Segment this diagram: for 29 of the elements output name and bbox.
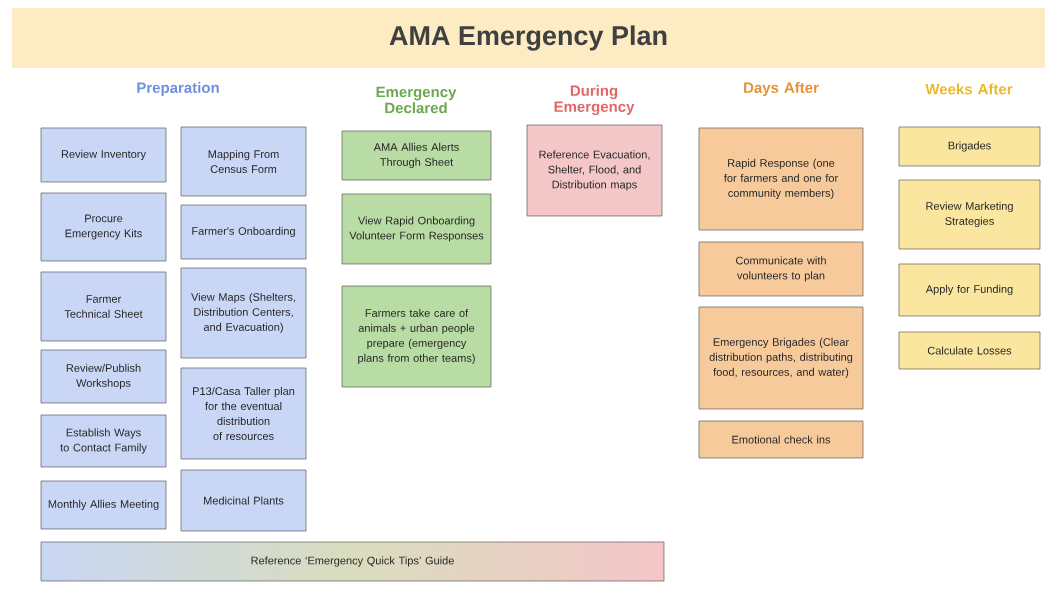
task-box: Review Inventory (40, 127, 167, 183)
task-box: Reference Evacuation, Shelter, Flood, and Distribution maps (526, 124, 663, 217)
column-heading: Days After (744, 82, 819, 96)
task-box: View Maps (Shelters, Distribution Centers, and Evacuation) (180, 267, 307, 359)
task-box: Apply for Funding (898, 263, 1041, 317)
task-box: Establish Ways to Contact Family (40, 414, 167, 468)
column-heading: Emergency Declared (376, 86, 457, 114)
column-heading: Preparation (137, 82, 219, 96)
task-box: Farmers take care of animals + urban people prepare (emergency plans from other teams) (341, 285, 492, 388)
task-box: Emotional check ins (698, 420, 864, 459)
task-box: Calculate Losses (898, 331, 1041, 370)
task-box: Review/Publish Workshops (40, 349, 167, 404)
banner-box: Reference ‘Emergency Quick Tips’ Guide (40, 541, 665, 582)
task-box: Emergency Brigades (Clear distribution paths, distributing food, resources, and water) (698, 306, 864, 410)
task-box: Rapid Response (one for farmers and one for community members) (698, 127, 864, 231)
task-box: View Rapid Onboarding Volunteer Form Responses (341, 193, 492, 265)
task-box: Mapping From Census Form (180, 126, 307, 197)
task-box: Review Marketing Strategies (898, 179, 1041, 250)
task-box: AMA Allies Alerts Through Sheet (341, 130, 492, 181)
task-box: Communicate with volunteers to plan (698, 241, 864, 297)
task-box: Brigades (898, 126, 1041, 167)
title-banner: AMA Emergency Plan (12, 8, 1045, 68)
task-box: Monthly Allies Meeting (40, 480, 167, 530)
task-box: P13/Casa Taller plan for the eventual distribution of resources (180, 367, 307, 460)
task-box: Farmer Technical Sheet (40, 271, 167, 342)
task-box: Procure Emergency Kits (40, 192, 167, 262)
column-heading: Weeks After (925, 83, 1013, 95)
task-box: Farmer's Onboarding (180, 204, 307, 260)
task-box: Medicinal Plants (180, 469, 307, 532)
